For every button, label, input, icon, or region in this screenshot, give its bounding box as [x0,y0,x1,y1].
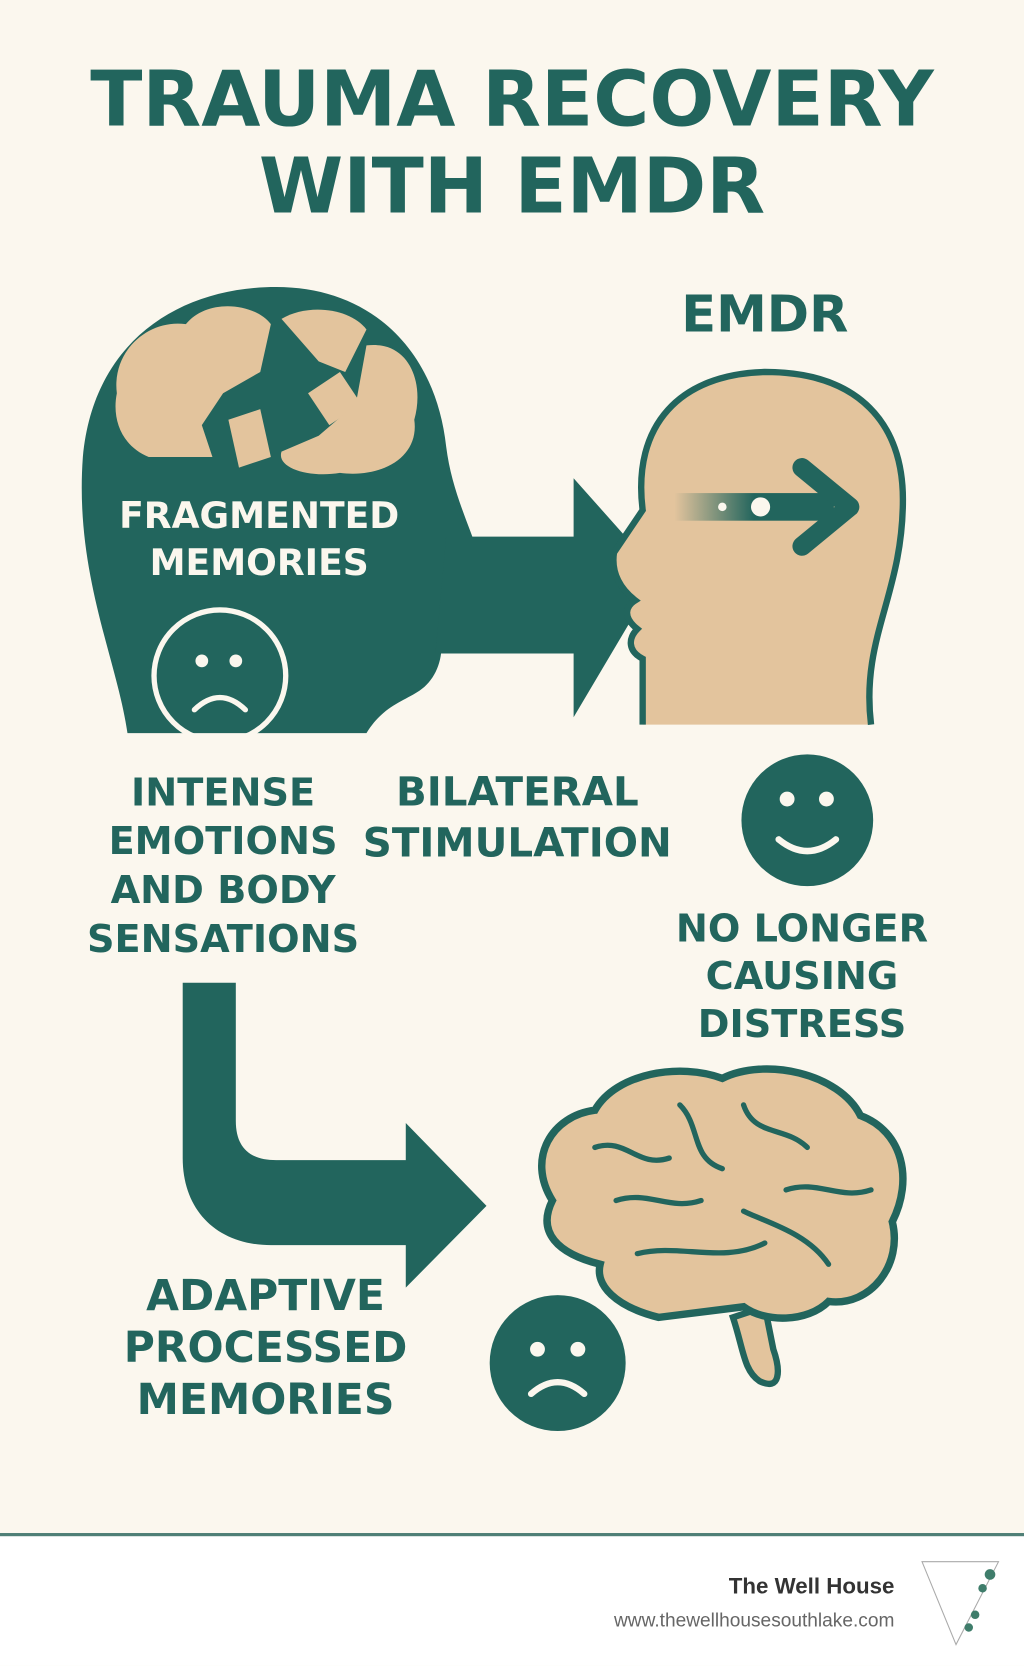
footer-divider [0,1533,1024,1537]
intense-label-1: INTENSE [131,771,315,815]
footer-brand: The Well House [729,1574,895,1599]
eye-movement-arrow-icon [674,458,860,556]
no-longer-label-1: NO LONGER [676,907,928,951]
well-house-logo [921,1561,1000,1646]
title-line-1: TRAUMA RECOVERY [90,56,935,145]
sad-face-icon [489,1295,626,1432]
intense-label-3: AND BODY [111,869,337,913]
happy-face-icon [741,754,874,887]
healthy-brain-icon [538,1065,907,1388]
emdr-head-icon [610,368,907,726]
no-longer-label-3: DISTRESS [698,1003,907,1047]
bilateral-label-2: STIMULATION [363,819,672,866]
fragmented-brain-icon [115,306,418,475]
adaptive-label-2: PROCESSED [124,1324,408,1373]
fragmented-label-1: FRAGMENTED [119,494,399,537]
no-longer-label-2: CAUSING [706,955,899,999]
adaptive-label-3: MEMORIES [137,1376,395,1425]
intense-label-4: SENSATIONS [87,918,359,962]
intense-label-2: EMOTIONS [109,820,338,864]
processing-arrow-icon [182,982,487,1288]
fragmented-label-2: MEMORIES [150,541,369,584]
bilateral-label-1: BILATERAL [396,768,639,815]
footer-url[interactable]: www.thewellhousesouthlake.com [613,1610,894,1631]
title-line-2: WITH EMDR [259,143,765,232]
bilateral-arrow-icon [435,478,659,718]
emdr-label: EMDR [681,286,848,345]
sad-face-outline-icon [151,607,289,745]
adaptive-label-1: ADAPTIVE [146,1272,385,1321]
